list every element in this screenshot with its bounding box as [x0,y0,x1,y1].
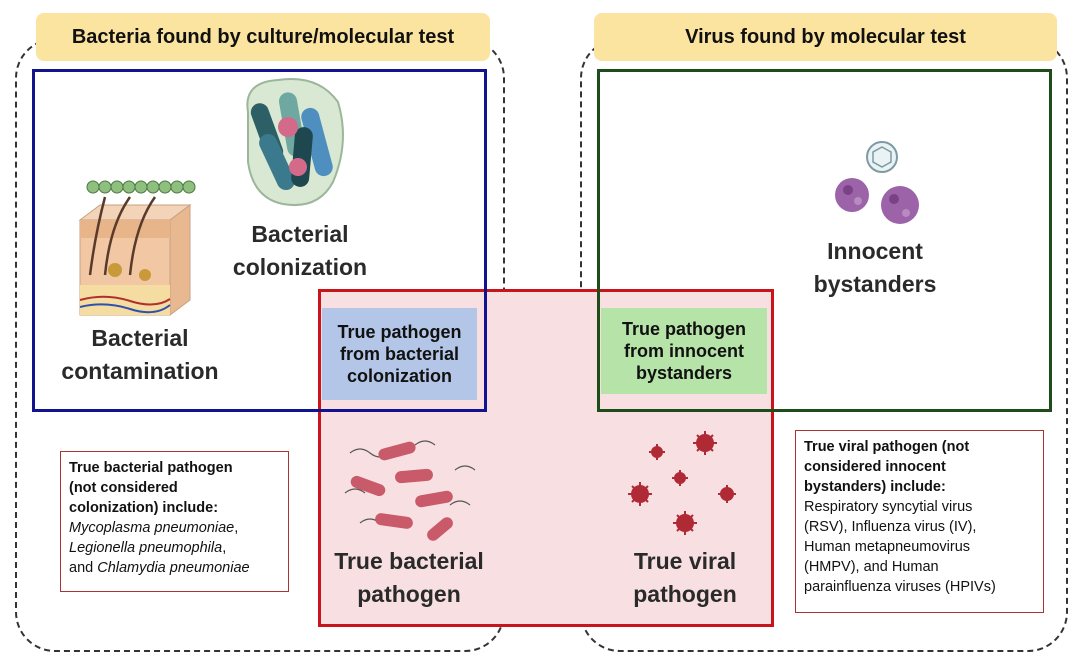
viral-note-heading-1: True viral pathogen (not [804,439,970,455]
bacterial-overlap-line-1: True pathogen [337,322,462,342]
organism-chlamydia: Chlamydia pneumoniae [97,560,250,576]
organism-legionella: Legionella pneumophila [69,540,223,556]
virus-header-text: Virus found by molecular test [685,25,966,48]
bacteria-cluster-icon [246,78,344,206]
true-viral-pathogen-label: True viral pathogen [605,545,765,611]
bacterial-colonization-line-2: colonization [232,254,368,280]
true-viral-pathogen-line-2: pathogen [633,581,737,607]
viral-note-body-5: parainfluenza viruses (HPIVs) [804,579,996,595]
innocent-bystanders-line-1: Innocent [827,238,923,264]
bacterial-contamination-line-2: contamination [61,358,219,384]
bacteria-box [32,69,487,412]
viral-note-heading-3: bystanders) include: [804,479,946,495]
organism-sep-1: , [234,520,239,536]
viral-overlap-box: True pathogen from innocent bystanders [601,308,767,394]
bacterial-pathogen-note: True bacterial pathogen (not considered … [60,451,289,592]
bacterial-contamination-line-1: Bacterial [91,325,189,351]
true-bacterial-pathogen-line-2: pathogen [357,581,461,607]
true-viral-pathogen-line-1: True viral [633,548,737,574]
bacterial-note-heading-3: colonization) include: [69,500,219,516]
viral-note-heading-2: considered innocent [804,459,946,475]
virus-header: Virus found by molecular test [594,13,1057,61]
virus-box [597,69,1052,412]
bacterial-overlap-box: True pathogen from bacterial colonizatio… [322,308,477,400]
innocent-bystanders-label: Innocent bystanders [790,235,960,301]
viral-note-body-3: Human metapneumovirus [804,539,971,555]
bacteria-header-text: Bacteria found by culture/molecular test [71,25,455,48]
red-virus-icon [628,431,736,535]
viral-overlap-line-1: True pathogen [621,319,746,339]
bacterial-note-heading-1: True bacterial pathogen [69,460,233,476]
viral-overlap-line-3: bystanders [635,363,733,383]
viral-note-body-2: (RSV), Influenza virus (IV), [804,519,977,535]
bacterial-colonization-label: Bacterial colonization [225,218,375,284]
true-bacterial-pathogen-line-1: True bacterial [334,548,484,574]
viral-overlap-line-2: from innocent [623,341,744,361]
bacterial-note-heading-2: (not considered [69,480,178,496]
true-bacterial-pathogen-label: True bacterial pathogen [318,545,500,611]
bacterial-overlap-line-3: colonization [346,366,452,386]
bacterial-colonization-line-1: Bacterial [251,221,349,247]
organism-and: and [69,560,98,576]
bacteria-header: Bacteria found by culture/molecular test [36,13,490,61]
innocent-bystanders-line-2: bystanders [813,271,937,297]
skin-layer-icon [78,180,196,316]
bacterial-overlap-line-2: from bacterial [339,344,460,364]
viral-note-body-4: (HMPV), and Human [804,559,939,575]
organism-sep-2: , [222,540,227,556]
organism-mycoplasma: Mycoplasma pneumoniae [69,520,235,536]
viral-pathogen-note: True viral pathogen (not considered inno… [795,430,1044,613]
bacterial-contamination-label: Bacterial contamination [45,322,235,388]
virus-particles-icon [835,141,919,224]
viral-note-body-1: Respiratory syncytial virus [804,499,973,515]
rod-bacteria-icon [344,440,476,541]
